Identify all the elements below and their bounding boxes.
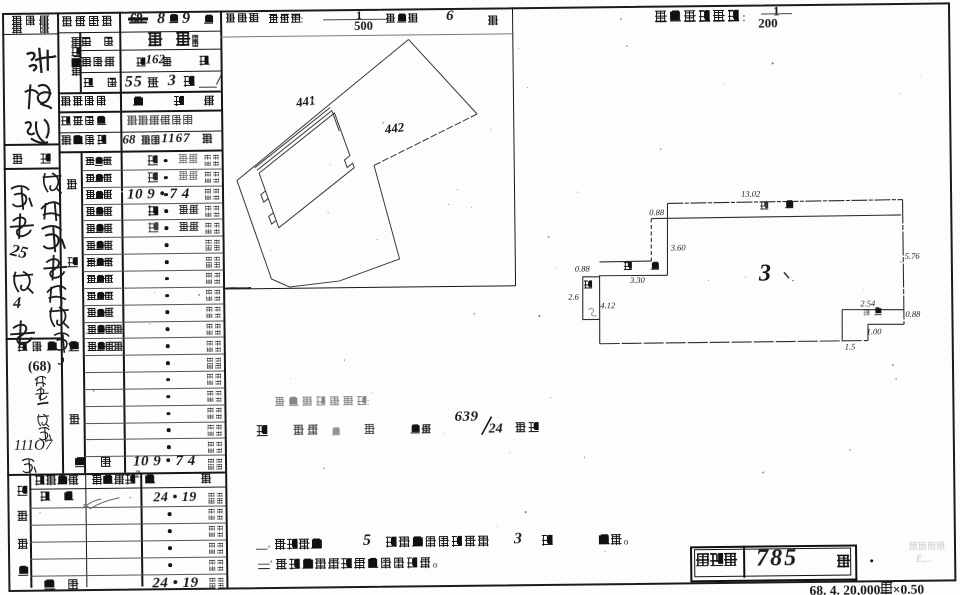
svg-text:4.12: 4.12 bbox=[600, 300, 616, 310]
svg-text:3.30: 3.30 bbox=[629, 275, 646, 285]
svg-text:13.02: 13.02 bbox=[741, 189, 761, 199]
svg-text:5.76: 5.76 bbox=[905, 251, 921, 261]
svg-text:111O7: 111O7 bbox=[14, 437, 54, 453]
svg-text:441: 441 bbox=[294, 92, 317, 110]
svg-text:2.54: 2.54 bbox=[860, 298, 876, 308]
svg-text:25: 25 bbox=[8, 240, 30, 263]
svg-text:(68): (68) bbox=[28, 359, 52, 374]
svg-text:1.00: 1.00 bbox=[867, 326, 883, 336]
svg-text:4: 4 bbox=[12, 295, 21, 312]
svg-text:1.5: 1.5 bbox=[845, 341, 856, 351]
svg-text:3: 3 bbox=[758, 260, 771, 286]
svg-text:0.88: 0.88 bbox=[575, 263, 591, 273]
svg-text:442: 442 bbox=[383, 119, 406, 137]
svg-text:2.6: 2.6 bbox=[568, 292, 579, 302]
svg-text:0.88: 0.88 bbox=[649, 207, 665, 217]
svg-text:0.88: 0.88 bbox=[905, 309, 921, 319]
svg-text:3.60: 3.60 bbox=[670, 242, 687, 252]
